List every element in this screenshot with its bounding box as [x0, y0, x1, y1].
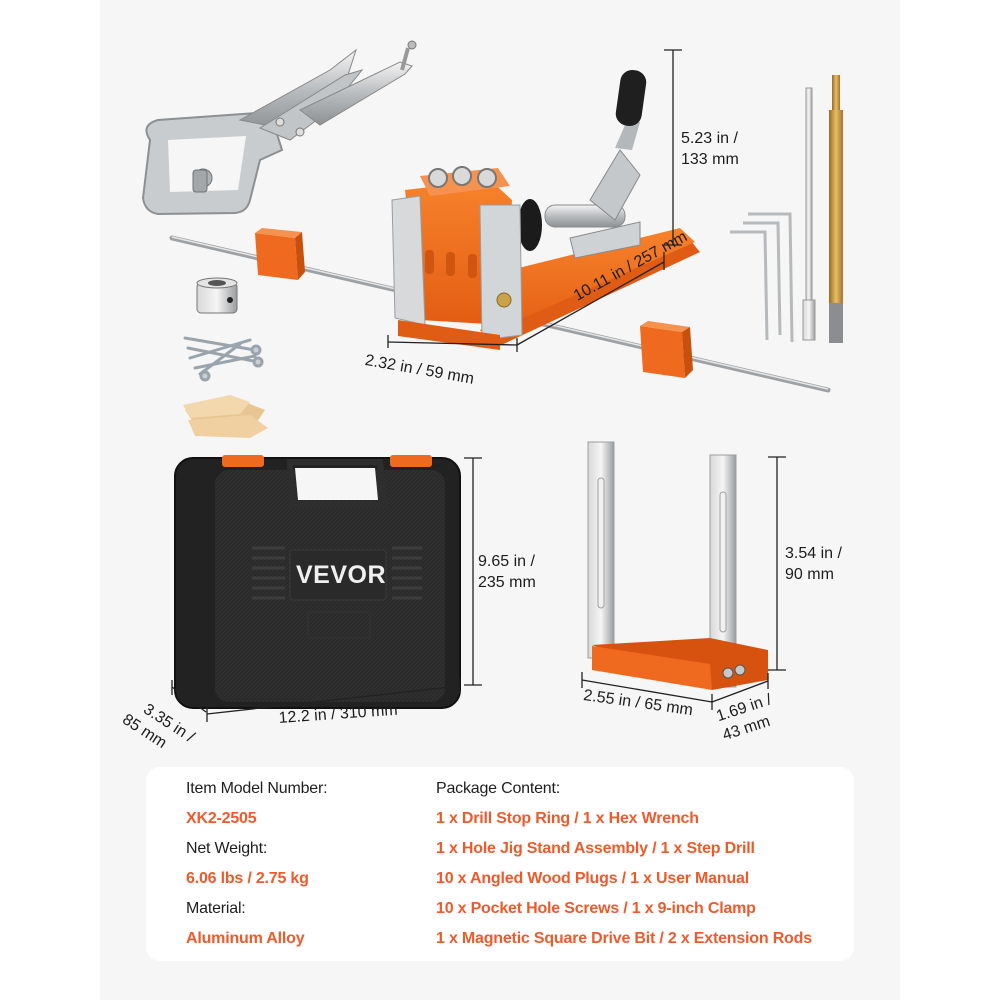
c-clamp-image: [141, 40, 417, 216]
wood-plugs-image: [183, 395, 268, 438]
stand-height-mm: 90 mm: [785, 566, 834, 583]
stand-height-label: 3.54 in / 90 mm: [785, 543, 842, 585]
weight-value: 6.06 lbs / 2.75 kg: [186, 870, 309, 887]
model-value: XK2-2505: [186, 810, 257, 827]
drill-stop-ring-image: [196, 277, 238, 314]
vevor-logo: VEVOR: [296, 561, 387, 589]
package-item: 1 x Hole Jig Stand Assembly / 1 x Step D…: [436, 840, 755, 857]
model-label: Item Model Number:: [186, 780, 328, 797]
package-item: 1 x Magnetic Square Drive Bit / 2 x Exte…: [436, 930, 812, 947]
pocket-hole-jig-image: [391, 70, 700, 350]
jig-height-label: 5.23 in / 133 mm: [681, 128, 739, 170]
stop-block-left: [255, 228, 305, 280]
package-item: 10 x Angled Wood Plugs / 1 x User Manual: [436, 870, 749, 887]
hex-wrenches-image: [730, 212, 794, 343]
material-label: Material:: [186, 900, 246, 917]
stand-height-inches: 3.54 in /: [785, 545, 842, 562]
jig-height-mm: 133 mm: [681, 151, 739, 168]
hole-jig-stand-image: [587, 441, 768, 690]
step-drill-image: [829, 75, 843, 343]
spec-card: Item Model Number: XK2-2505 Net Weight: …: [146, 767, 854, 961]
square-drive-bit-image: [802, 87, 816, 341]
package-item: 10 x Pocket Hole Screws / 1 x 9-inch Cla…: [436, 900, 756, 917]
jig-height-inches: 5.23 in /: [681, 130, 738, 147]
material-value: Aluminum Alloy: [186, 930, 305, 947]
package-item: 1 x Drill Stop Ring / 1 x Hex Wrench: [436, 810, 699, 827]
pocket-hole-screws-image: [183, 336, 264, 382]
case-height-inches: 9.65 in /: [478, 553, 535, 570]
case-height-mm: 235 mm: [478, 574, 536, 591]
stop-block-right: [640, 321, 693, 378]
weight-label: Net Weight:: [186, 840, 268, 857]
package-content-label: Package Content:: [436, 780, 560, 797]
carrying-case-image: [174, 455, 461, 709]
dimension-lines: [171, 49, 786, 722]
case-height-label: 9.65 in / 235 mm: [478, 551, 536, 593]
